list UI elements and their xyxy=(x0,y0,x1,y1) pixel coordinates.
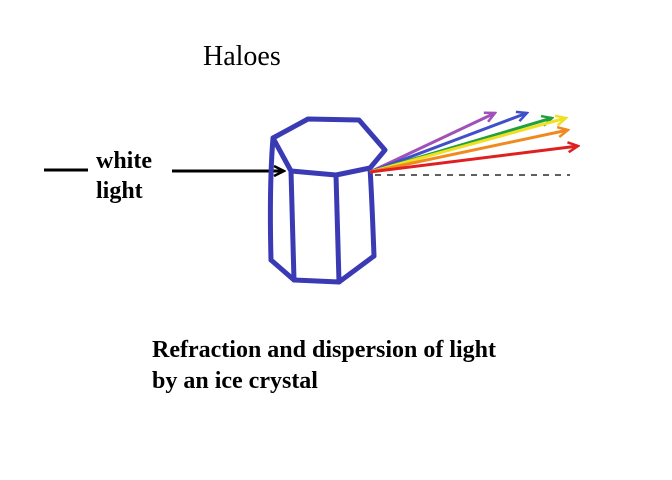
white-light-label-line1: white xyxy=(96,148,152,174)
spectrum-ray-2 xyxy=(369,113,527,174)
caption-line2: by an ice crystal xyxy=(152,368,318,394)
caption-line1: Refraction and dispersion of light xyxy=(152,337,496,363)
ice-crystal xyxy=(267,116,388,285)
crystal-front-right-edge xyxy=(333,172,342,285)
crystal-front-left-edge xyxy=(288,168,297,283)
spectrum-ray-5 xyxy=(369,130,568,174)
crystal-left-edge xyxy=(267,135,276,263)
diagram-title: Haloes xyxy=(203,41,281,72)
white-light-label-line2: light xyxy=(96,178,143,204)
spectrum-ray-4 xyxy=(369,118,566,174)
crystal-bottom-edge xyxy=(268,253,377,285)
crystal-right-edge xyxy=(367,165,377,259)
spectrum-rays xyxy=(369,113,578,174)
spectrum-ray-1 xyxy=(369,113,495,174)
spectrum-ray-6 xyxy=(369,146,578,174)
crystal-top-face xyxy=(270,116,388,178)
